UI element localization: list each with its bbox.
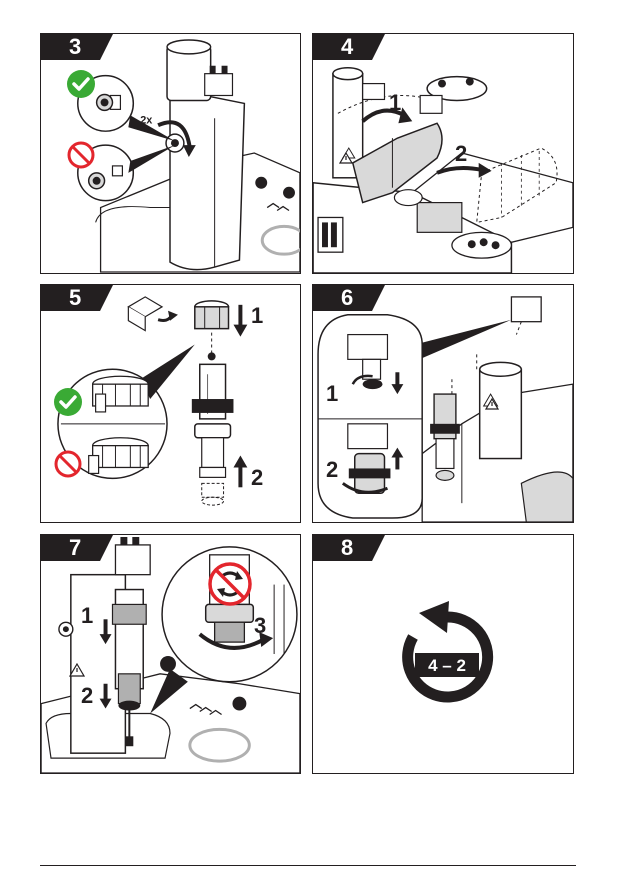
step-4-sub-2: 2 [455,141,467,167]
step-7-sub-1: 1 [81,603,93,629]
warning-icon [485,398,499,410]
step-5-panel: 5 [40,284,301,523]
count-label: 2x [140,114,152,126]
step-6-sub-1: 1 [326,381,338,407]
step-7-illustration [41,535,300,773]
step-6-sub-2: 2 [326,457,338,483]
footer-divider [40,865,576,866]
check-icon [53,387,83,417]
step-7-sub-2: 2 [81,683,93,709]
repeat-loop-icon: 4 – 2 [397,595,497,707]
prohibited-rotation-icon [207,561,253,607]
warning-icon [69,663,85,677]
step-8-number: 8 [313,535,385,561]
step-6-illustration [313,285,573,522]
prohibited-icon [53,449,83,479]
repeat-steps-label: 4 – 2 [428,656,466,675]
warning-icon [339,152,353,164]
step-4-panel: 4 1 2 [312,33,574,274]
check-icon [66,69,96,99]
step-3-panel: 3 2x [40,33,301,274]
step-7-sub-3: 3 [254,613,266,639]
step-7-panel: 7 [40,534,301,774]
step-5-sub-1: 1 [251,303,263,329]
step-6-panel: 6 1 2 [312,284,574,523]
step-8-panel: 8 4 – 2 [312,534,574,774]
prohibited-icon [66,140,96,170]
step-4-sub-1: 1 [389,90,401,116]
step-5-sub-2: 2 [251,465,263,491]
